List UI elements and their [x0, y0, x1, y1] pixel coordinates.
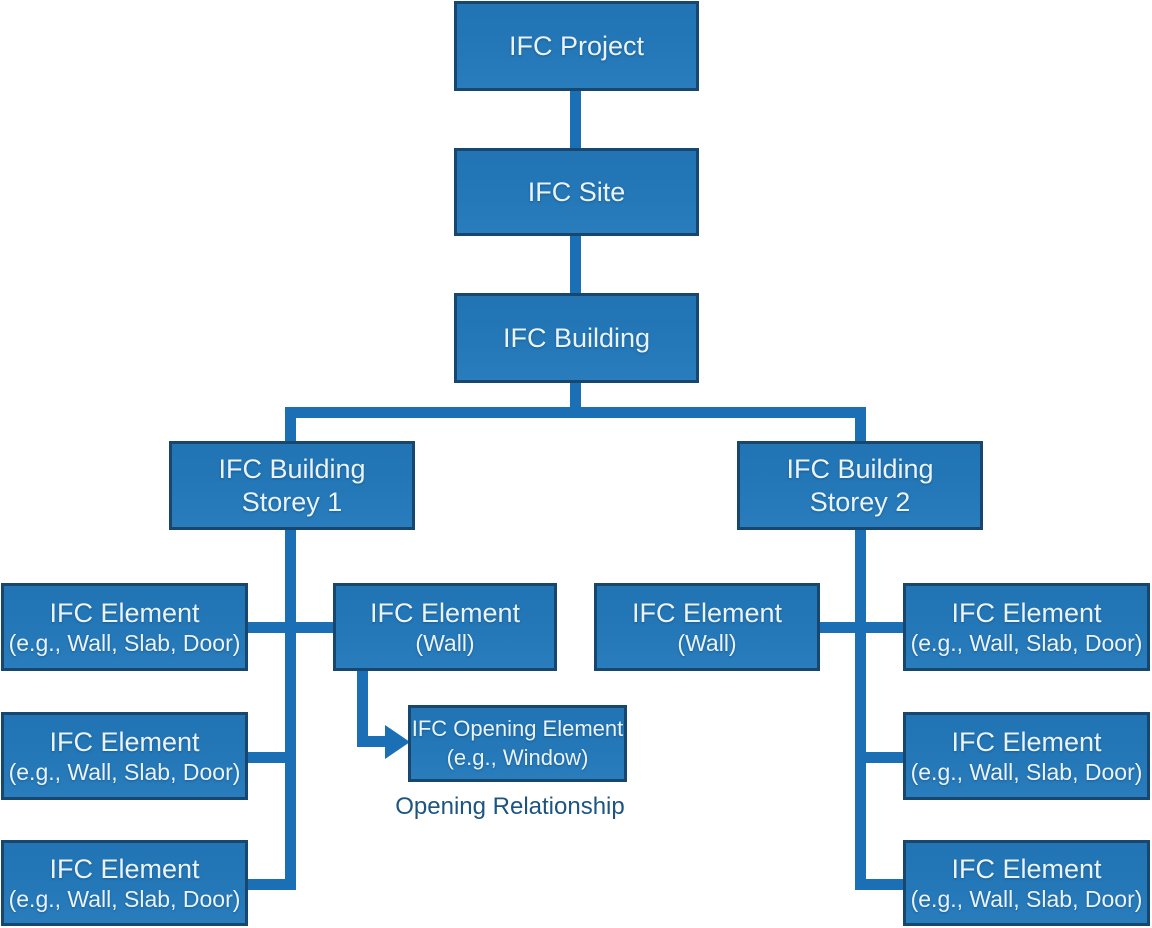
connector-storey-bar: [285, 407, 866, 418]
node-left-element-1: IFC Element (e.g., Wall, Slab, Door): [1, 583, 248, 671]
node-label-line1: IFC Element: [49, 853, 200, 884]
node-label-line2: (e.g., Wall, Slab, Door): [910, 630, 1143, 657]
node-ifc-building-storey-2: IFC Building Storey 2: [737, 441, 983, 530]
connector-left-row1: [248, 622, 333, 633]
connector-opening-vertical: [357, 670, 368, 747]
node-label-line2: (e.g., Wall, Slab, Door): [910, 759, 1143, 786]
connector-storey2-trunk: [855, 530, 866, 890]
node-right-element-1: IFC Element (e.g., Wall, Slab, Door): [903, 583, 1150, 671]
node-label-line1: IFC Element: [631, 597, 783, 628]
connector-bar-storey1: [285, 407, 296, 441]
connector-left-row2: [248, 752, 285, 763]
node-ifc-building-storey-1: IFC Building Storey 1: [169, 441, 415, 530]
node-right-element-2: IFC Element (e.g., Wall, Slab, Door): [903, 712, 1150, 800]
node-label-line1: IFC Opening Element: [411, 715, 624, 741]
node-left-element-2: IFC Element (e.g., Wall, Slab, Door): [1, 712, 248, 800]
node-label-line2: (e.g., Window): [446, 744, 589, 770]
connector-building-stub: [570, 383, 581, 413]
connector-storey1-trunk: [285, 530, 296, 890]
node-label-line1: IFC Building: [218, 453, 366, 484]
connector-right-row3: [866, 879, 903, 890]
node-label-line2: Storey 2: [809, 486, 911, 517]
node-ifc-opening-element: IFC Opening Element (e.g., Window): [408, 705, 627, 782]
node-label-line2: (e.g., Wall, Slab, Door): [910, 886, 1143, 913]
connector-site-building: [570, 236, 581, 293]
node-label: IFC Building: [502, 322, 651, 353]
node-label-line1: IFC Element: [951, 597, 1102, 628]
connector-left-row3: [248, 879, 285, 890]
connector-opening-horizontal: [357, 736, 390, 747]
opening-arrow-icon: [385, 725, 410, 759]
node-ifc-project: IFC Project: [454, 1, 699, 91]
node-right-element-3: IFC Element (e.g., Wall, Slab, Door): [903, 840, 1150, 926]
node-label-line2: (e.g., Wall, Slab, Door): [8, 886, 241, 913]
node-label-line1: IFC Element: [49, 597, 200, 628]
node-right-element-wall: IFC Element (Wall): [594, 583, 820, 671]
node-ifc-site: IFC Site: [454, 148, 699, 236]
node-label-line1: IFC Element: [951, 853, 1102, 884]
node-label: IFC Project: [508, 30, 645, 61]
node-label: IFC Site: [527, 176, 626, 207]
node-label-line1: IFC Element: [951, 726, 1102, 757]
node-left-element-3: IFC Element (e.g., Wall, Slab, Door): [1, 840, 248, 926]
connector-bar-storey2: [855, 407, 866, 441]
node-label-line2: (e.g., Wall, Slab, Door): [8, 630, 241, 657]
connector-right-row2: [866, 752, 903, 763]
node-label-line2: (e.g., Wall, Slab, Door): [8, 759, 241, 786]
node-label-line1: IFC Element: [369, 597, 521, 628]
node-ifc-building: IFC Building: [454, 293, 699, 383]
node-label-line1: IFC Element: [49, 726, 200, 757]
opening-relationship-label: Opening Relationship: [395, 793, 625, 820]
node-label-line2: (Wall): [677, 630, 737, 657]
node-left-element-wall: IFC Element (Wall): [333, 583, 557, 671]
connector-right-row1: [820, 622, 903, 633]
node-label-line2: Storey 1: [241, 486, 343, 517]
connector-project-site: [570, 91, 581, 148]
node-label-line1: IFC Building: [786, 453, 934, 484]
node-label-line2: (Wall): [415, 630, 475, 657]
